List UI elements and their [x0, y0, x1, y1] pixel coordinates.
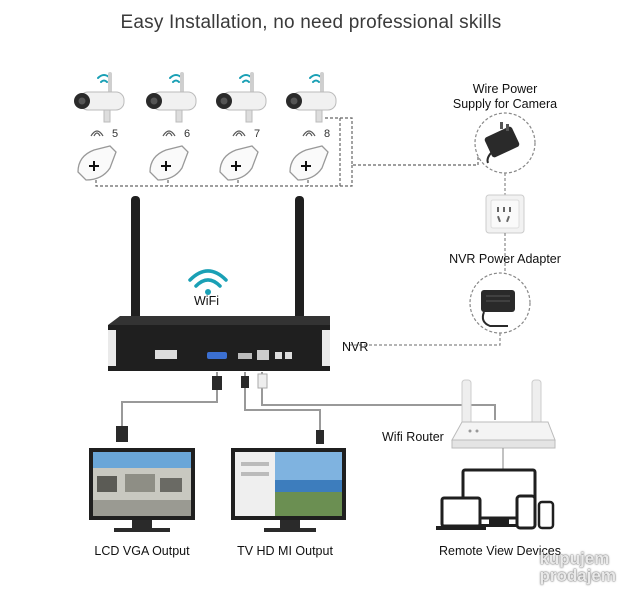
nvr-power-adapter-icon [469, 272, 531, 334]
camera-number: 8 [324, 128, 330, 140]
remote-view-label: Remote View Devices [438, 544, 562, 558]
camera-number: 6 [184, 128, 190, 140]
watermark-line1: kupujem [539, 549, 610, 568]
camera-signal-icon [162, 130, 176, 137]
lcd-output-label: LCD VGA Output [94, 544, 190, 558]
plus-icon [301, 161, 311, 171]
camera-6: 6 [146, 72, 197, 181]
plus-icon [231, 161, 241, 171]
nvr-output-cables [121, 372, 496, 430]
nvr-label: NVR [342, 340, 369, 354]
wifi-icon [188, 269, 228, 295]
tv-monitor-icon [231, 448, 346, 532]
plus-icon [161, 161, 171, 171]
wifi-router-icon [451, 379, 556, 449]
watermark-logo: kupujem prodajem [539, 550, 616, 584]
camera-signal-icon [90, 130, 104, 137]
lcd-monitor-icon [89, 448, 195, 532]
wire-power-label-line2: Supply for Camera [452, 97, 558, 111]
camera-power-cable [95, 117, 479, 187]
nvr-power-cable [345, 333, 501, 346]
camera-signal-icon [232, 130, 246, 137]
wire-power-label: Wire Power Supply for Camera [425, 82, 585, 112]
wall-outlet-icon [485, 194, 525, 234]
camera-group: 5 6 7 8 [74, 72, 337, 181]
remote-devices-icon [436, 468, 555, 530]
camera-7: 7 [216, 72, 267, 181]
camera-8: 8 [286, 72, 337, 181]
camera-power-adapter-icon [474, 112, 536, 174]
nvr-antenna-left [131, 196, 140, 321]
plus-icon [89, 161, 99, 171]
camera-number: 5 [112, 128, 118, 140]
wifi-router-label: Wifi Router [382, 430, 444, 444]
wifi-label: WiFi [194, 294, 219, 308]
wire-power-label-line1: Wire Power [472, 82, 538, 96]
tv-output-label: TV HD MI Output [237, 544, 333, 558]
cable-connectors [116, 373, 324, 444]
camera-5: 5 [74, 72, 125, 181]
camera-number: 7 [254, 128, 260, 140]
nvr-device [108, 196, 330, 371]
watermark-line2: prodajem [539, 566, 616, 585]
page-title: Easy Installation, no need professional … [120, 12, 502, 33]
nvr-power-adapter-label: NVR Power Adapter [449, 252, 561, 266]
nvr-antenna-right [295, 196, 304, 321]
camera-signal-icon [302, 130, 316, 137]
